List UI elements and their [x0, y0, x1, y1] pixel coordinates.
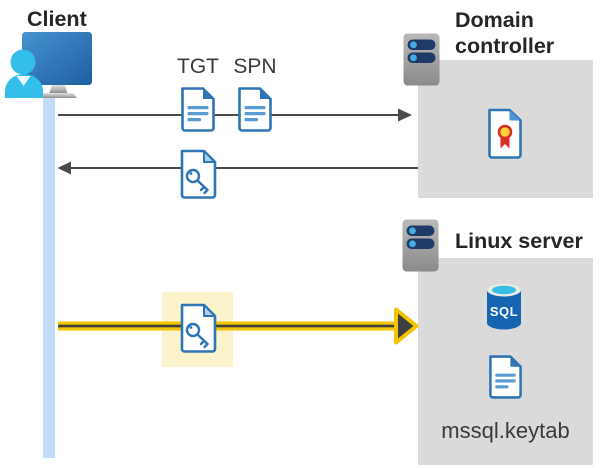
certificate-icon	[488, 108, 522, 159]
sql-badge-text: SQL	[490, 304, 518, 319]
domain-controller-server-icon	[403, 33, 440, 86]
spn-document-icon	[238, 87, 272, 132]
user-icon	[5, 49, 43, 98]
request-arrow	[58, 108, 412, 122]
client-computer-icon	[5, 32, 92, 98]
response-arrow	[57, 161, 418, 175]
monitor-base	[40, 93, 77, 98]
keytab-filename-label: mssql.keytab	[441, 418, 570, 443]
domain-controller-label: Domain controller	[455, 8, 555, 58]
client-timeline	[43, 93, 55, 458]
tgt-label: TGT	[177, 55, 219, 78]
sql-database-icon: SQL	[487, 283, 521, 330]
tgt-document-icon	[181, 87, 215, 132]
client-label: Client	[27, 7, 87, 31]
sql-connection-arrow	[58, 307, 419, 345]
spn-label: SPN	[233, 55, 277, 78]
keytab-file-icon	[489, 355, 522, 399]
linux-server-server-icon	[402, 219, 439, 272]
key-ticket-icon	[180, 149, 217, 199]
keytab-key-ticket-icon	[180, 303, 217, 353]
linux-server-label: Linux server	[455, 229, 583, 253]
monitor-neck	[49, 85, 68, 93]
monitor-icon	[22, 32, 92, 98]
